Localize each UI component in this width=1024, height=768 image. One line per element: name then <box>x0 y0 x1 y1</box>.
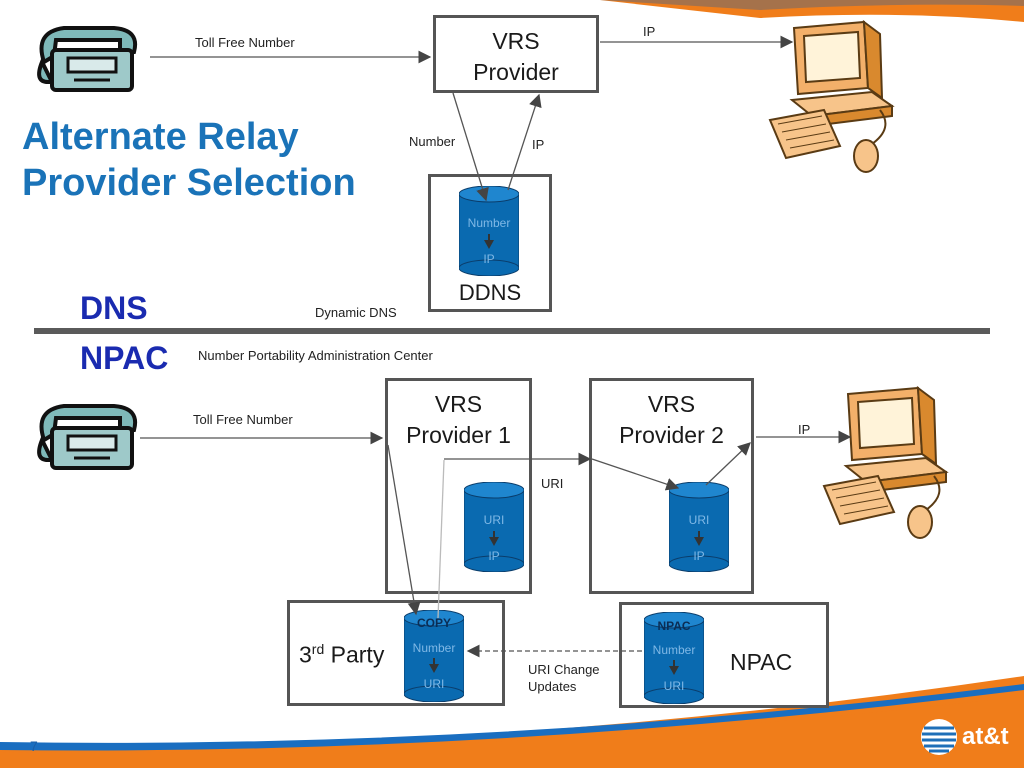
copy-down-arrow-icon <box>404 658 464 674</box>
top-toll-free-label: Toll Free Number <box>195 35 295 50</box>
npac-box-label: NPAC <box>730 649 793 675</box>
vrs1-database-icon <box>464 482 524 572</box>
copy-cyl-uri: URI <box>423 677 445 691</box>
ddns-down-arrow-icon <box>459 234 519 250</box>
vrs-provider-line1: VRS <box>492 28 540 54</box>
top-connectors <box>150 35 794 202</box>
page-title-text: Alternate Relay Provider Selection <box>22 116 356 204</box>
att-logo-text: at&t <box>962 723 1009 750</box>
vrs2-cyl-ip: IP <box>693 549 705 563</box>
ddns-label: DDNS <box>458 280 522 305</box>
page-number: 7 <box>30 738 38 754</box>
npac-cyl-number: Number <box>652 643 696 657</box>
att-globe-logo-icon <box>921 719 957 755</box>
dynamic-dns-label: Dynamic DNS <box>315 305 397 320</box>
bottom-uri-label: URI <box>541 476 564 491</box>
npac-down-arrow-icon <box>644 660 704 676</box>
vrs2-line2: Provider 2 <box>619 422 724 448</box>
npac-cyl-caption: NPAC <box>657 619 691 633</box>
vrs-provider-2-title: VRS Provider 2 <box>592 389 751 451</box>
npac-database-icon <box>644 612 704 704</box>
dns-heading: DNS <box>80 290 148 326</box>
vrs1-cyl-uri: URI <box>483 513 505 527</box>
third-party-num: 3 <box>299 641 312 668</box>
page-title: Alternate Relay Provider Selection <box>22 114 412 206</box>
copy-cyl-number: Number <box>412 641 456 655</box>
bottom-toll-free-label: Toll Free Number <box>193 412 293 427</box>
vrs2-database-icon <box>669 482 729 572</box>
telephone-icon <box>37 404 137 470</box>
third-party-label: 3rd Party <box>299 641 384 669</box>
uri-change-line2: Updates <box>528 679 577 694</box>
vrs1-line2: Provider 1 <box>406 422 511 448</box>
third-party-sup: rd <box>311 641 325 657</box>
vrs1-line1: VRS <box>434 391 483 417</box>
top-number-label: Number <box>409 134 456 149</box>
section-divider <box>34 328 990 334</box>
bottom-swoosh <box>0 676 1024 768</box>
vrs-provider-line2: Provider <box>473 59 559 85</box>
bottom-ip-label: IP <box>798 422 811 437</box>
vrs1-down-arrow-icon <box>464 531 524 547</box>
npac-cyl-uri: URI <box>663 679 685 693</box>
top-ip-mid-label: IP <box>532 137 545 152</box>
telephone-icon <box>37 26 137 92</box>
vrs-provider-1-title: VRS Provider 1 <box>388 389 529 451</box>
copy-cyl-caption: COPY <box>416 616 451 630</box>
uri-change-line1: URI Change <box>528 662 600 677</box>
ddns-cyl-ip: IP <box>483 252 495 266</box>
computer-icon <box>768 19 895 173</box>
vrs-provider-box: VRS Provider <box>433 15 599 93</box>
uri-change-label: URI Change Updates <box>528 661 600 695</box>
top-ip-label: IP <box>643 24 656 39</box>
npac-heading: NPAC <box>80 340 169 376</box>
vrs1-cyl-ip: IP <box>488 549 500 563</box>
ddns-cyl-number: Number <box>467 216 511 230</box>
vrs2-cyl-uri: URI <box>688 513 710 527</box>
third-party-word: Party <box>324 641 385 668</box>
top-swoosh <box>600 0 1024 22</box>
computer-icon <box>822 385 949 539</box>
ddns-database-icon <box>459 186 519 276</box>
vrs-provider-title: VRS Provider <box>436 26 596 88</box>
vrs2-line1: VRS <box>647 391 696 417</box>
vrs2-down-arrow-icon <box>669 531 729 547</box>
npac-description: Number Portability Administration Center <box>198 348 433 363</box>
